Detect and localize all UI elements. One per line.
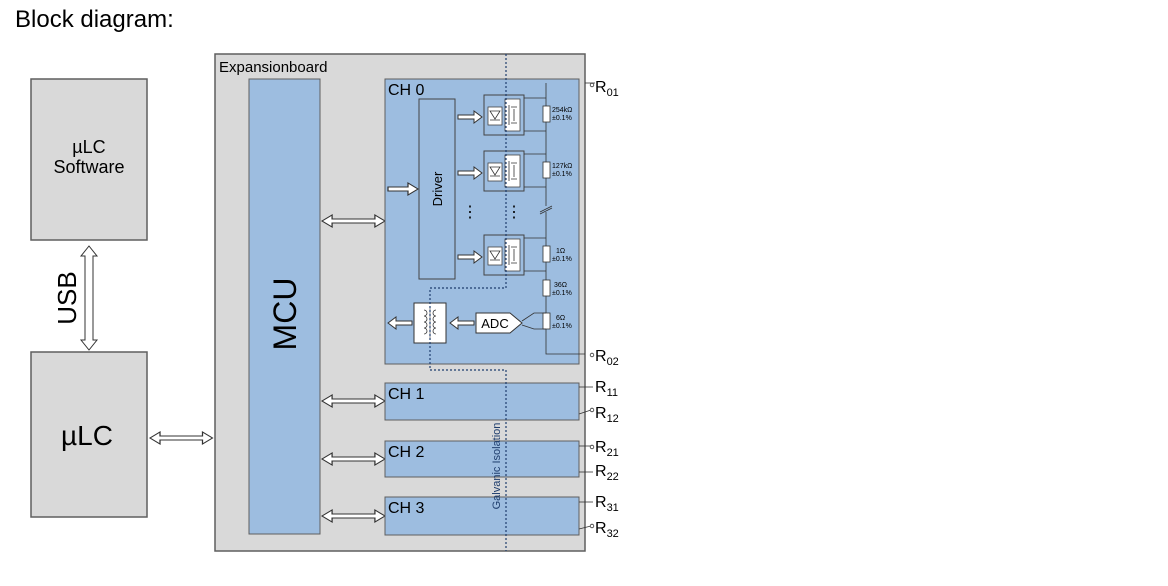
software-label-line1: µLC (72, 137, 105, 157)
ch1-label: CH 1 (388, 386, 425, 403)
mcu-label: MCU (267, 278, 303, 351)
mcu-block (248, 78, 321, 535)
ch2-label: CH 2 (388, 444, 425, 461)
ellipsis: ⋮ (462, 204, 478, 221)
terminal-r01: R01 (595, 79, 619, 99)
switch-2 (483, 150, 525, 192)
terminal-dots (589, 82, 595, 529)
terminal-leads (578, 386, 593, 530)
resistor-tolerance: ±0.1% (552, 256, 572, 263)
resistor-value: 127kΩ (552, 163, 572, 170)
terminal-r02: R02 (595, 348, 619, 368)
page-title: Block diagram: (15, 6, 174, 33)
ellipsis: ⋮ (506, 204, 522, 221)
adc-block (475, 312, 523, 334)
adc-label: ADC (481, 316, 508, 331)
resistor-value: 1Ω (556, 248, 565, 255)
resistor-value: 6Ω (556, 315, 565, 322)
ch2-block (384, 440, 580, 478)
terminal-r31: R31 (595, 494, 619, 514)
resistor (542, 161, 551, 179)
software-label-line2: Software (53, 157, 124, 177)
ulc-block (30, 351, 148, 518)
ch1-block (384, 382, 580, 421)
ch3-block (384, 496, 580, 536)
resistor (542, 245, 551, 263)
terminal-r21: R21 (595, 439, 619, 459)
resistor-tolerance: ±0.1% (552, 171, 572, 178)
terminal-r22: R22 (595, 463, 619, 483)
software-block (30, 78, 148, 241)
switch-3 (483, 234, 525, 276)
ulc-label: µLC (61, 420, 113, 451)
resistor (542, 105, 551, 123)
ch3-label: CH 3 (388, 500, 425, 517)
ulc-board-arrow (149, 431, 214, 445)
switch-1 (483, 94, 525, 136)
usb-label: USB (52, 271, 82, 324)
terminal-r11: R11 (595, 379, 618, 399)
terminal-r32: R32 (595, 520, 619, 540)
expansionboard-label: Expansionboard (219, 59, 327, 76)
resistor-tolerance: ±0.1% (552, 115, 572, 122)
driver-block (418, 98, 456, 280)
adc-wiring (521, 312, 546, 330)
resistor-tolerance: ±0.1% (552, 290, 572, 297)
resistor (542, 312, 551, 330)
resistor (542, 279, 551, 297)
galvanic-isolation-label: Galvanic Isolation (491, 423, 503, 510)
driver-label: Driver (430, 171, 445, 206)
terminal-r12: R12 (595, 405, 619, 425)
ch0-label: CH 0 (388, 82, 425, 99)
resistor-value: 254kΩ (552, 107, 572, 114)
resistor-value: 36Ω (554, 282, 567, 289)
usb-arrow (79, 245, 99, 351)
resistor-tolerance: ±0.1% (552, 323, 572, 330)
